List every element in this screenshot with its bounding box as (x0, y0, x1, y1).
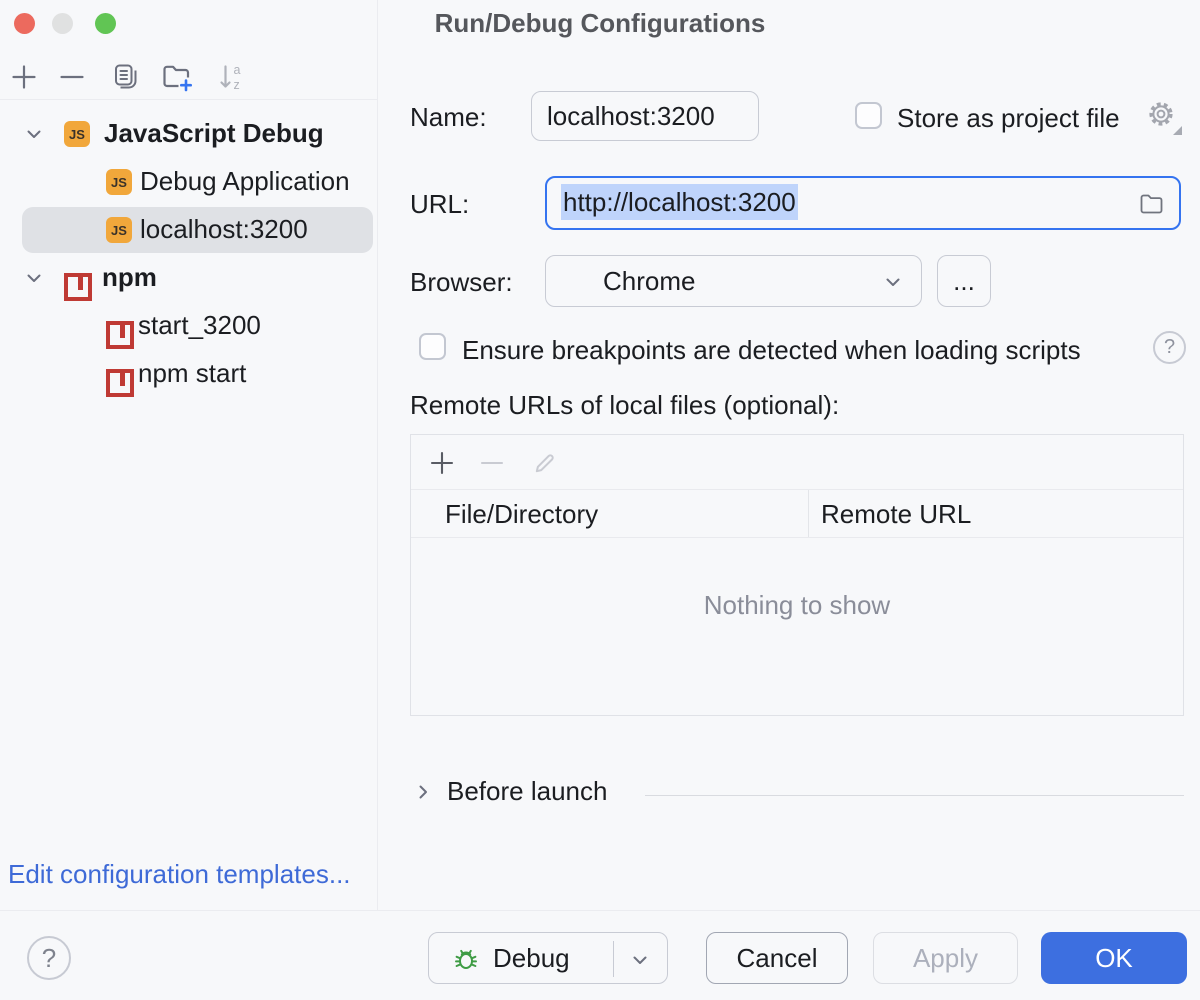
ensure-breakpoints-checkbox[interactable] (419, 333, 446, 360)
copy-configuration-button[interactable] (111, 62, 141, 92)
tree-selection-highlight (22, 207, 373, 253)
cancel-button-label: Cancel (736, 942, 818, 973)
table-add-button[interactable] (428, 449, 456, 477)
ensure-breakpoints-label: Ensure breakpoints are detected when loa… (462, 335, 1081, 365)
tree-item-label: localhost:3200 (140, 214, 308, 244)
name-label: Name: (410, 102, 487, 132)
before-launch-section-header[interactable]: Before launch (447, 776, 608, 806)
cancel-button[interactable]: Cancel (706, 932, 848, 984)
debug-button-label: Debug (493, 943, 570, 973)
configurations-sidebar: a z JS JavaScript Debug JS Debug Applica… (0, 0, 378, 910)
tree-item-localhost-3200[interactable]: JS localhost:3200 (0, 207, 378, 253)
close-window-button[interactable] (14, 13, 35, 34)
chevron-down-icon[interactable] (24, 124, 44, 144)
name-input[interactable] (531, 91, 759, 141)
store-as-project-file-label: Store as project file (897, 103, 1120, 133)
more-button-label: ... (953, 265, 975, 296)
npm-icon (106, 321, 134, 349)
store-as-project-file-checkbox[interactable] (855, 102, 882, 129)
tree-item-label: JavaScript Debug (104, 118, 324, 148)
pencil-icon (530, 448, 560, 478)
apply-button-label: Apply (912, 942, 979, 973)
dialog-help-button[interactable]: ? (27, 936, 71, 980)
new-folder-button[interactable] (160, 61, 194, 93)
before-launch-divider (645, 795, 1184, 796)
help-question-mark: ? (41, 942, 57, 973)
zoom-window-button[interactable] (95, 13, 116, 34)
bug-icon (451, 944, 481, 974)
column-header-remote-url[interactable]: Remote URL (821, 499, 972, 529)
debug-split-divider (613, 941, 614, 977)
tree-item-debug-application[interactable]: JS Debug Application (0, 159, 378, 205)
dialog-title: Run/Debug Configurations (434, 8, 766, 38)
javascript-debug-icon: JS (106, 217, 132, 243)
add-configuration-button[interactable] (9, 62, 39, 92)
plus-icon (428, 449, 456, 477)
column-divider[interactable] (808, 490, 809, 537)
column-header-file-directory[interactable]: File/Directory (445, 499, 599, 529)
minus-icon (57, 62, 87, 92)
svg-text:z: z (234, 78, 240, 92)
javascript-debug-icon: JS (64, 121, 90, 147)
copy-icon (111, 62, 141, 92)
debug-button[interactable]: Debug (428, 932, 668, 984)
javascript-debug-icon: JS (106, 169, 132, 195)
gear-dropdown-triangle-icon (1173, 126, 1182, 135)
tree-item-npm-start[interactable]: npm start (0, 351, 378, 397)
selected-text: http://localhost:3200 (561, 184, 798, 220)
table-header-divider (411, 537, 1183, 538)
minus-icon (478, 449, 506, 477)
gear-icon (1146, 99, 1184, 131)
remote-urls-label: Remote URLs of local files (optional): (410, 390, 840, 420)
sort-alphabetically-icon: a z (216, 61, 248, 93)
svg-text:a: a (234, 63, 241, 77)
tree-item-npm[interactable]: npm (0, 255, 378, 301)
sort-configurations-button[interactable]: a z (216, 61, 248, 93)
url-label: URL: (410, 189, 470, 219)
sidebar-toolbar-divider (0, 99, 378, 100)
url-value: http://localhost:3200 (561, 184, 798, 220)
tree-item-label: npm (102, 262, 157, 292)
ok-button[interactable]: OK (1041, 932, 1187, 984)
table-remove-button[interactable] (478, 449, 506, 477)
chevron-down-icon (883, 272, 903, 292)
chevron-down-icon[interactable] (24, 268, 44, 288)
help-question-mark: ? (1163, 336, 1176, 358)
browser-label: Browser: (410, 267, 513, 297)
store-options-gear-button[interactable] (1146, 99, 1184, 137)
tree-item-start-3200[interactable]: start_3200 (0, 303, 378, 349)
help-icon[interactable]: ? (1153, 331, 1186, 364)
npm-icon (106, 369, 134, 397)
tree-item-label: npm start (138, 358, 247, 388)
apply-button[interactable]: Apply (873, 932, 1018, 984)
ok-button-label: OK (1095, 942, 1133, 973)
chevron-right-icon[interactable] (413, 782, 433, 802)
tree-item-javascript-debug[interactable]: JS JavaScript Debug (0, 111, 378, 157)
footer-divider (0, 910, 1200, 911)
minimize-window-button[interactable] (52, 13, 73, 34)
chevron-down-icon[interactable] (630, 950, 650, 970)
browse-folder-icon[interactable] (1138, 190, 1165, 217)
remove-configuration-button[interactable] (57, 62, 87, 92)
table-toolbar-divider (411, 489, 1183, 490)
url-input[interactable]: http://localhost:3200 (545, 176, 1181, 230)
table-edit-button[interactable] (530, 448, 560, 478)
tree-item-label: Debug Application (140, 166, 350, 196)
table-empty-message: Nothing to show (703, 590, 891, 620)
edit-configuration-templates-link[interactable]: Edit configuration templates... (8, 859, 351, 889)
npm-icon (64, 273, 92, 301)
remote-urls-table: File/Directory Remote URL Nothing to sho… (410, 434, 1184, 716)
browser-value: Chrome (603, 266, 696, 296)
plus-icon (9, 62, 39, 92)
tree-item-label: start_3200 (138, 310, 261, 340)
new-folder-icon (160, 61, 194, 93)
browser-select[interactable]: Chrome (545, 255, 922, 307)
browser-more-button[interactable]: ... (937, 255, 991, 307)
